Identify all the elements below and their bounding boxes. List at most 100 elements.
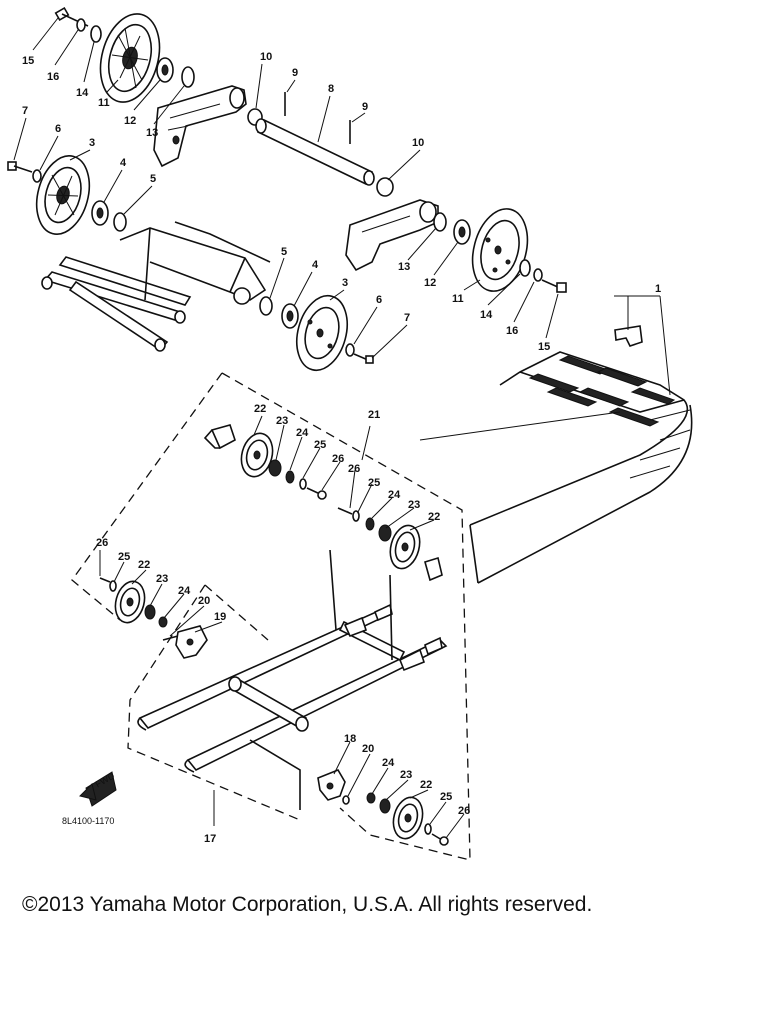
- callout-4-left: 4: [120, 157, 127, 169]
- swing-arm-upper-right: [345, 199, 439, 272]
- bearing-23-b: [378, 524, 392, 542]
- callout-5-right: 5: [281, 246, 287, 258]
- wheel-11-right: [471, 208, 529, 292]
- ring-13-right: [433, 212, 447, 232]
- bolt-26-a: [306, 487, 327, 500]
- front-direction-arrow-icon: [79, 771, 117, 807]
- wheel-22-d: [392, 796, 424, 840]
- rear-wheel-left-group: [99, 577, 208, 659]
- collar-24-d: [366, 792, 376, 804]
- callout-3-left: 3: [89, 137, 95, 149]
- callout-5-left: 5: [150, 173, 156, 185]
- washer-25-a: [299, 478, 307, 490]
- wheel-22-c: [114, 580, 146, 624]
- callout-23-d: 23: [400, 769, 412, 781]
- callout-14-right: 14: [480, 309, 493, 321]
- washer-16-right: [533, 268, 543, 282]
- bolt-26-c: [99, 577, 111, 583]
- callout-21: 21: [368, 409, 380, 421]
- callout-20-b: 20: [362, 743, 374, 755]
- callout-26-b: 26: [348, 463, 360, 475]
- track-clip: [614, 325, 643, 347]
- callout-22-b: 22: [428, 511, 440, 523]
- axle-shaft-group: [247, 92, 394, 197]
- ring-13-upper: [181, 66, 195, 88]
- callout-9-right: 9: [362, 101, 368, 113]
- bushing-10-right: [376, 177, 394, 197]
- washer-25-b: [352, 510, 360, 522]
- callout-23-b: 23: [408, 499, 420, 511]
- leader-lines: [13, 17, 671, 839]
- bracket-19: [175, 625, 208, 659]
- bolt-26-d: [431, 833, 449, 846]
- drawing-code: 8L4100-1170: [62, 816, 114, 826]
- bracket-18: [317, 769, 346, 801]
- slide-rail-group-21: [71, 372, 471, 861]
- rear-wheel-right-group: [317, 769, 449, 846]
- bolt-26-b: [337, 507, 353, 515]
- bolt-7-right: [353, 353, 374, 364]
- washer-6-right: [345, 343, 355, 357]
- washer-16-upper: [76, 18, 86, 32]
- ring-5-right: [259, 296, 273, 316]
- lower-front-wheel-right: [259, 294, 374, 372]
- callout-10-right: 10: [412, 137, 424, 149]
- callout-3-right: 3: [342, 277, 348, 289]
- upper-left-wheel-assembly: [54, 6, 247, 168]
- track-belt: [419, 325, 693, 584]
- wheel-22-a: [240, 432, 274, 478]
- collar-24-b: [365, 517, 375, 531]
- bearing-4-left: [91, 200, 109, 226]
- wheel-11-upper: [99, 13, 161, 103]
- wheel-22-b: [389, 524, 421, 570]
- callout-25-b: 25: [368, 477, 380, 489]
- upper-right-wheel-assembly: [433, 208, 567, 293]
- callout-25-a: 25: [314, 439, 326, 451]
- bearing-12-upper: [156, 57, 174, 83]
- ring-5-left: [113, 212, 127, 232]
- slide-rails: [137, 549, 448, 810]
- callout-17: 17: [204, 833, 216, 845]
- callout-16-upper: 16: [47, 71, 59, 83]
- callout-22-d: 22: [420, 779, 432, 791]
- callout-26-d: 26: [458, 805, 470, 817]
- callout-24-b: 24: [388, 489, 401, 501]
- washer-14-right: [519, 259, 531, 277]
- collar-24-c: [158, 616, 168, 628]
- callout-14-upper: 14: [76, 87, 89, 99]
- bracket-20-a: [162, 635, 179, 641]
- callout-12-upper: 12: [124, 115, 136, 127]
- washer-6-left: [32, 169, 42, 183]
- wheel-3-right: [296, 294, 348, 372]
- swing-arm-upper-left: [153, 85, 247, 168]
- upper-front-wheel-left: [7, 155, 127, 235]
- callout-7-right: 7: [404, 312, 410, 324]
- callout-numbers: 15 16 14 11 12 13 10 9 8 9 10 7 6 3 4 5 …: [22, 51, 661, 845]
- washer-25-c: [109, 580, 117, 592]
- bearing-23-a: [268, 459, 282, 477]
- callout-23-c: 23: [156, 573, 168, 585]
- bracket-20-b: [342, 795, 350, 805]
- callout-9-left: 9: [292, 67, 298, 79]
- callout-22-c: 22: [138, 559, 150, 571]
- callout-24-a: 24: [296, 427, 309, 439]
- bolt-7-left: [7, 161, 33, 173]
- callout-24-c: 24: [178, 585, 191, 597]
- callout-15-upper: 15: [22, 55, 34, 67]
- callout-8: 8: [328, 83, 334, 95]
- bearing-23-c: [144, 604, 156, 620]
- callout-19: 19: [214, 611, 226, 623]
- callout-16-right: 16: [506, 325, 518, 337]
- callout-25-d: 25: [440, 791, 452, 803]
- bearing-4-right: [281, 303, 299, 329]
- callout-13-right: 13: [398, 261, 410, 273]
- copyright-notice: ©2013 Yamaha Motor Corporation, U.S.A. A…: [22, 893, 593, 916]
- callout-6-left: 6: [55, 123, 61, 135]
- collar-24-a: [285, 470, 295, 484]
- callout-4-right: 4: [312, 259, 319, 271]
- callout-11-right: 11: [452, 293, 464, 305]
- callout-11-upper: 11: [98, 97, 110, 109]
- callout-10-left: 10: [260, 51, 272, 63]
- mid-wheel-right-group: [337, 507, 443, 582]
- shaft-8: [255, 118, 375, 186]
